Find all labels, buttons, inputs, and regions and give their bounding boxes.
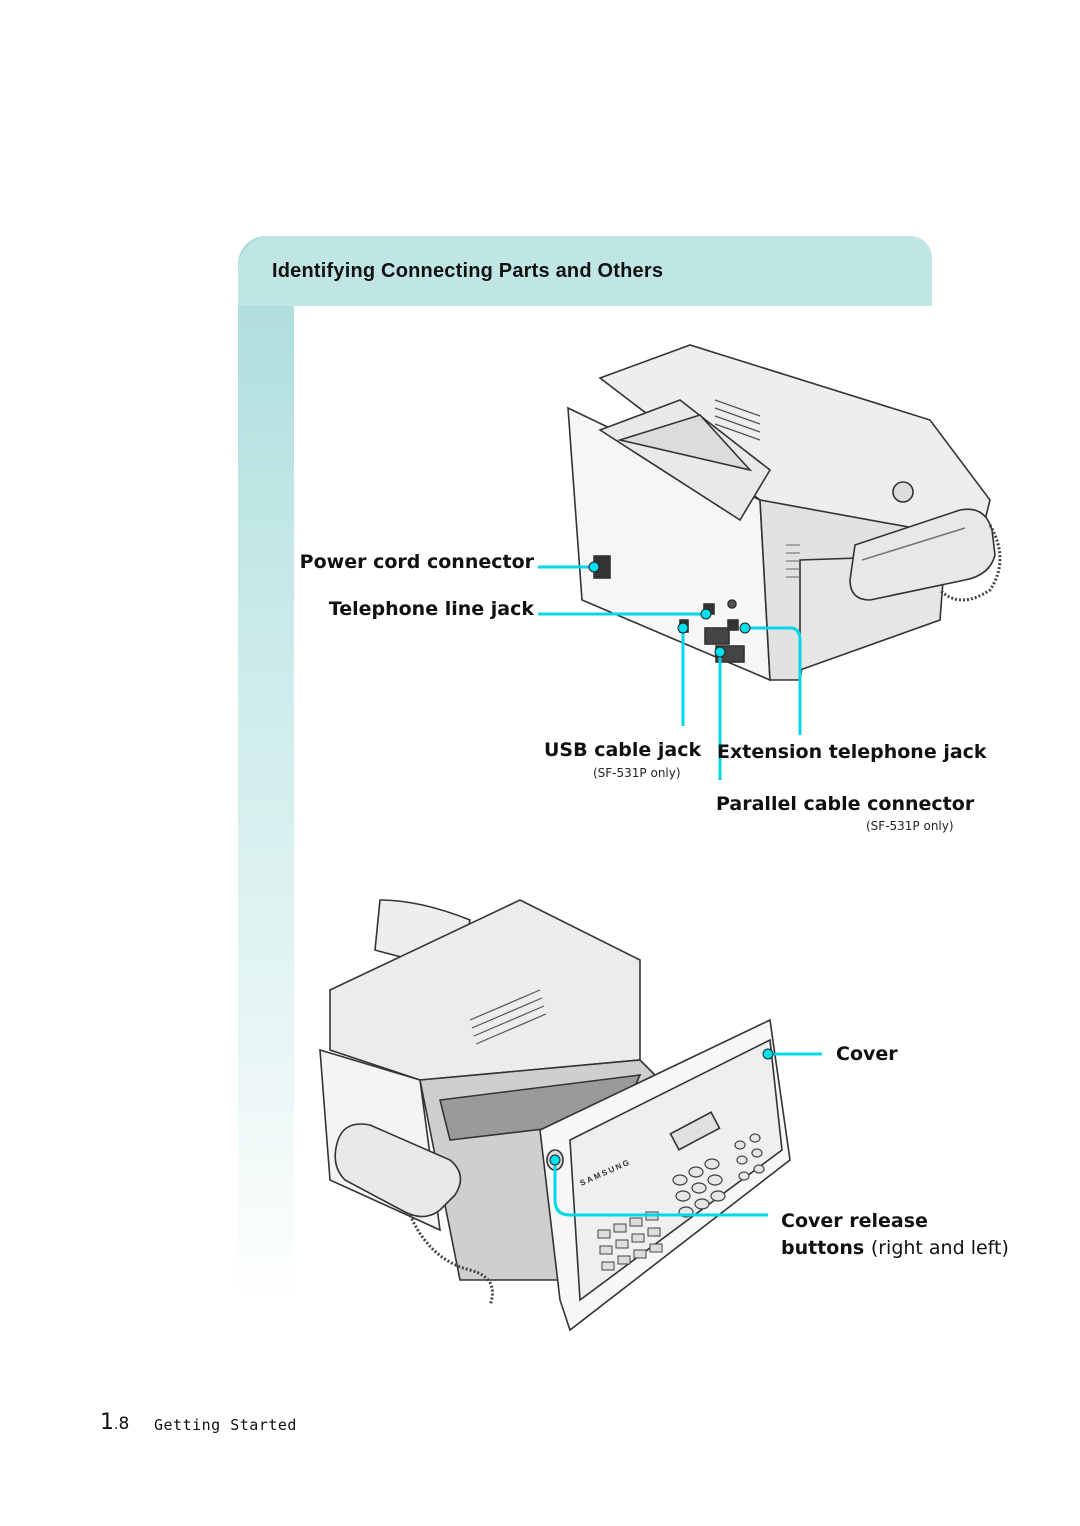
front-callout-lines xyxy=(553,1052,822,1217)
cover-label: Cover xyxy=(836,1043,898,1065)
usb-cable-jack-label: USB cable jack xyxy=(544,739,702,761)
page-number: 1.8 xyxy=(100,1410,130,1435)
page-number-major: 1 xyxy=(100,1410,114,1435)
cover-release-buttons-word: buttons xyxy=(781,1237,865,1259)
rear-callout-lines xyxy=(538,565,802,780)
cover-release-note: (right and left) xyxy=(870,1237,1009,1259)
usb-note: (SF-531P only) xyxy=(593,766,681,780)
side-band xyxy=(238,236,294,1306)
parallel-note: (SF-531P only) xyxy=(866,819,954,833)
fax-front-open-view xyxy=(319,899,791,1332)
fax-rear-view xyxy=(567,344,1002,682)
section-header-tab xyxy=(238,236,932,306)
cover-release-buttons-line: buttons (right and left) xyxy=(781,1237,1009,1259)
page-number-minor: 8 xyxy=(118,1414,130,1434)
footer-section-name: Getting Started xyxy=(154,1416,297,1434)
extension-telephone-jack-label: Extension telephone jack xyxy=(717,741,987,763)
power-cord-connector-label: Power cord connector xyxy=(299,551,534,573)
section-title: Identifying Connecting Parts and Others xyxy=(272,260,664,282)
telephone-line-jack-label: Telephone line jack xyxy=(328,598,534,620)
parallel-cable-connector-label: Parallel cable connector xyxy=(716,793,975,815)
cover-release-label: Cover release xyxy=(781,1210,928,1232)
